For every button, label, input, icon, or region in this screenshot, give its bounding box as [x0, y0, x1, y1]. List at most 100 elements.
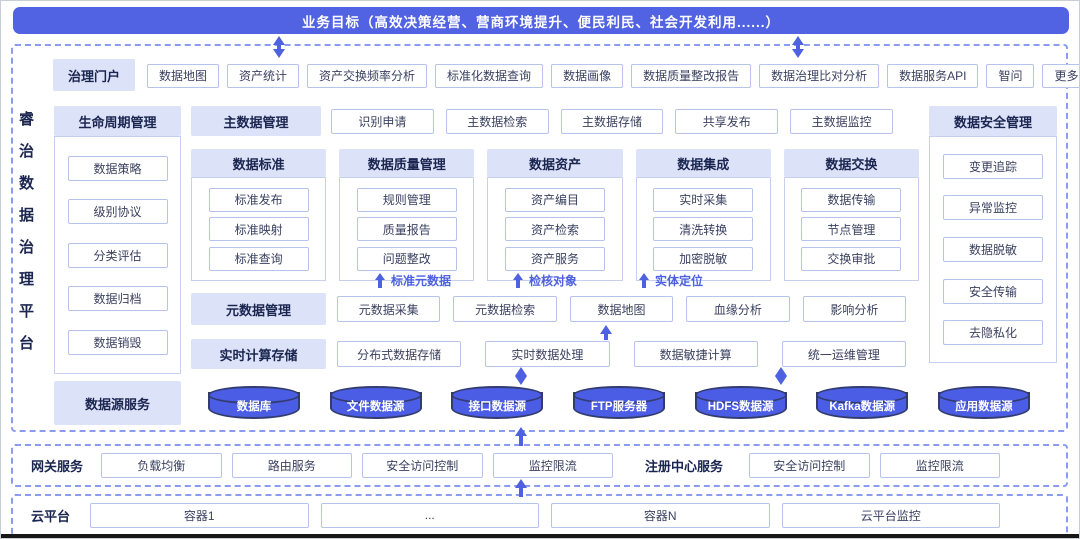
master-data-item: 主数据检索	[445, 109, 549, 134]
portal-item: 数据治理比对分析	[759, 63, 880, 88]
portal-item: 数据地图	[147, 63, 220, 88]
portal-item: 标准化数据查询	[435, 63, 544, 88]
database-cylinder-icon: FTP服务器	[572, 386, 665, 419]
double-arrow-icon	[774, 367, 788, 385]
datasource-item: HDFS数据源	[707, 400, 774, 413]
cloud-item: 容器1	[90, 502, 309, 528]
lifecycle-item: 数据策略	[67, 155, 168, 181]
portal-items-row: 数据地图 资产统计 资产交换频率分析 标准化数据查询 数据画像 数据质量整改报告…	[147, 63, 1079, 88]
datasource-item: 接口数据源	[468, 400, 527, 413]
lifecycle-item: 数据归档	[67, 286, 168, 311]
portal-item: 数据质量整改报告	[631, 63, 752, 88]
lifecycle-item: 数据销毁	[67, 329, 168, 355]
cloud-item: ...	[320, 502, 540, 528]
security-item: 去隐私化	[943, 320, 1043, 346]
module-col-data-quality: 数据质量管理 规则管理 质量报告 问题整改	[339, 149, 475, 281]
cloud-item: 容器N	[551, 502, 770, 528]
cloud-item: 云平台监控	[781, 502, 1001, 528]
up-arrow-icon	[514, 427, 528, 446]
module-items: 数据传输 节点管理 交换审批	[783, 177, 920, 281]
security-item: 变更追踪	[943, 153, 1043, 179]
lifecycle-item: 级别协议	[67, 199, 168, 224]
gateway-label: 网关服务	[31, 459, 84, 474]
gateway-item: 监控限流	[492, 453, 614, 478]
double-arrow-icon	[272, 36, 286, 58]
module-item: 实时采集	[653, 187, 754, 212]
flow-label-text: 标准元数据	[391, 274, 452, 288]
security-item: 异常监控	[943, 195, 1043, 221]
metadata-header: 元数据管理	[191, 293, 326, 325]
flow-label: 检核对象	[513, 272, 577, 289]
module-items: 标准发布 标准映射 标准查询	[191, 177, 327, 281]
double-arrow-icon	[514, 367, 528, 385]
datasource-item: 应用数据源	[955, 400, 1013, 413]
portal-item: 智问	[986, 63, 1035, 88]
registry-label: 注册中心服务	[645, 459, 724, 474]
flow-label-text: 实体定位	[655, 274, 704, 288]
datasource-row: 数据库 文件数据源 接口数据源 FTP服务器 HDFS数据源 Kafka数据源 …	[208, 383, 1030, 423]
module-item: 质量报告	[356, 217, 457, 241]
database-cylinder-icon: 文件数据源	[329, 386, 422, 419]
master-data-header: 主数据管理	[191, 106, 321, 136]
module-header: 数据交换	[783, 149, 920, 177]
realtime-item: 实时数据处理	[485, 341, 610, 367]
business-goal-banner: 业务目标（高效决策经营、营商环境提升、便民利民、社会开发利用......）	[13, 7, 1069, 34]
portal-header: 治理门户	[53, 59, 135, 91]
module-header: 数据集成	[635, 149, 771, 177]
bottom-border	[1, 534, 1079, 538]
database-cylinder-icon: HDFS数据源	[694, 386, 787, 419]
datasource-header: 数据源服务	[54, 381, 181, 425]
datasource-item: 文件数据源	[346, 400, 405, 413]
business-goal-text: 业务目标（高效决策经营、营商环境提升、便民利民、社会开发利用......）	[301, 14, 780, 30]
lifecycle-box: 数据策略 级别协议 分类评估 数据归档 数据销毁	[54, 136, 181, 374]
portal-item: 资产交换频率分析	[307, 63, 428, 88]
master-data-item: 主数据存储	[560, 109, 664, 134]
metadata-item: 元数据采集	[337, 296, 441, 322]
datasource-item: FTP服务器	[590, 400, 648, 413]
security-item: 数据脱敏	[943, 236, 1043, 262]
module-col-data-asset: 数据资产 资产编目 资产检索 资产服务	[487, 149, 623, 281]
realtime-header: 实时计算存储	[191, 339, 326, 369]
metadata-row: 元数据采集 元数据检索 数据地图 血缘分析 影响分析	[337, 296, 907, 322]
realtime-row: 分布式数据存储 实时数据处理 数据敏捷计算 统一运维管理	[337, 341, 906, 367]
module-item: 数据传输	[801, 187, 902, 212]
module-header: 数据标准	[191, 149, 327, 177]
metadata-item: 影响分析	[802, 296, 907, 322]
portal-item: 资产统计	[227, 63, 300, 88]
up-arrow-icon	[513, 273, 523, 288]
cloud-panel: 云平台 容器1 ... 容器N 云平台监控	[11, 494, 1068, 536]
module-item: 资产服务	[505, 246, 605, 271]
module-item: 交换审批	[801, 246, 902, 271]
master-data-item: 主数据监控	[790, 109, 893, 134]
realtime-item: 数据敏捷计算	[633, 341, 758, 367]
cloud-label: 云平台	[31, 508, 71, 524]
double-arrow-icon	[791, 36, 805, 58]
gateway-panel: 网关服务 负载均衡 路由服务 安全访问控制 监控限流 注册中心服务 安全访问控制…	[11, 444, 1068, 487]
module-col-data-exchange: 数据交换 数据传输 节点管理 交换审批	[783, 149, 920, 281]
registry-item: 监控限流	[879, 453, 1001, 478]
platform-title: 睿治数据治理平台	[17, 111, 34, 367]
master-data-row: 识别申请 主数据检索 主数据存储 共享发布 主数据监控	[331, 109, 893, 134]
flow-label-text: 检核对象	[529, 274, 578, 288]
platform-panel	[11, 44, 1068, 432]
master-data-item: 共享发布	[675, 109, 779, 134]
module-col-data-integration: 数据集成 实时采集 清洗转换 加密脱敏	[635, 149, 771, 281]
module-item: 标准发布	[208, 187, 309, 212]
up-arrow-icon	[639, 273, 649, 288]
module-header: 数据资产	[487, 149, 623, 177]
metadata-item: 数据地图	[569, 296, 674, 322]
gateway-item: 路由服务	[231, 453, 353, 478]
module-columns: 数据标准 标准发布 标准映射 标准查询 数据质量管理 规则管理 质量报告 问题整…	[191, 149, 920, 281]
module-item: 加密脱敏	[653, 246, 754, 271]
gateway-row: 网关服务 负载均衡 路由服务 安全访问控制 监控限流 注册中心服务 安全访问控制…	[13, 446, 1066, 485]
module-items: 资产编目 资产检索 资产服务	[487, 177, 623, 281]
cloud-row: 云平台 容器1 ... 容器N 云平台监控	[13, 496, 1066, 534]
database-cylinder-icon: 数据库	[208, 386, 300, 419]
gateway-item: 安全访问控制	[362, 453, 483, 478]
gateway-item: 负载均衡	[101, 453, 222, 478]
database-cylinder-icon: 应用数据源	[937, 386, 1030, 419]
registry-item: 安全访问控制	[749, 453, 870, 478]
module-items: 规则管理 质量报告 问题整改	[339, 177, 475, 281]
module-item: 问题整改	[356, 246, 457, 271]
